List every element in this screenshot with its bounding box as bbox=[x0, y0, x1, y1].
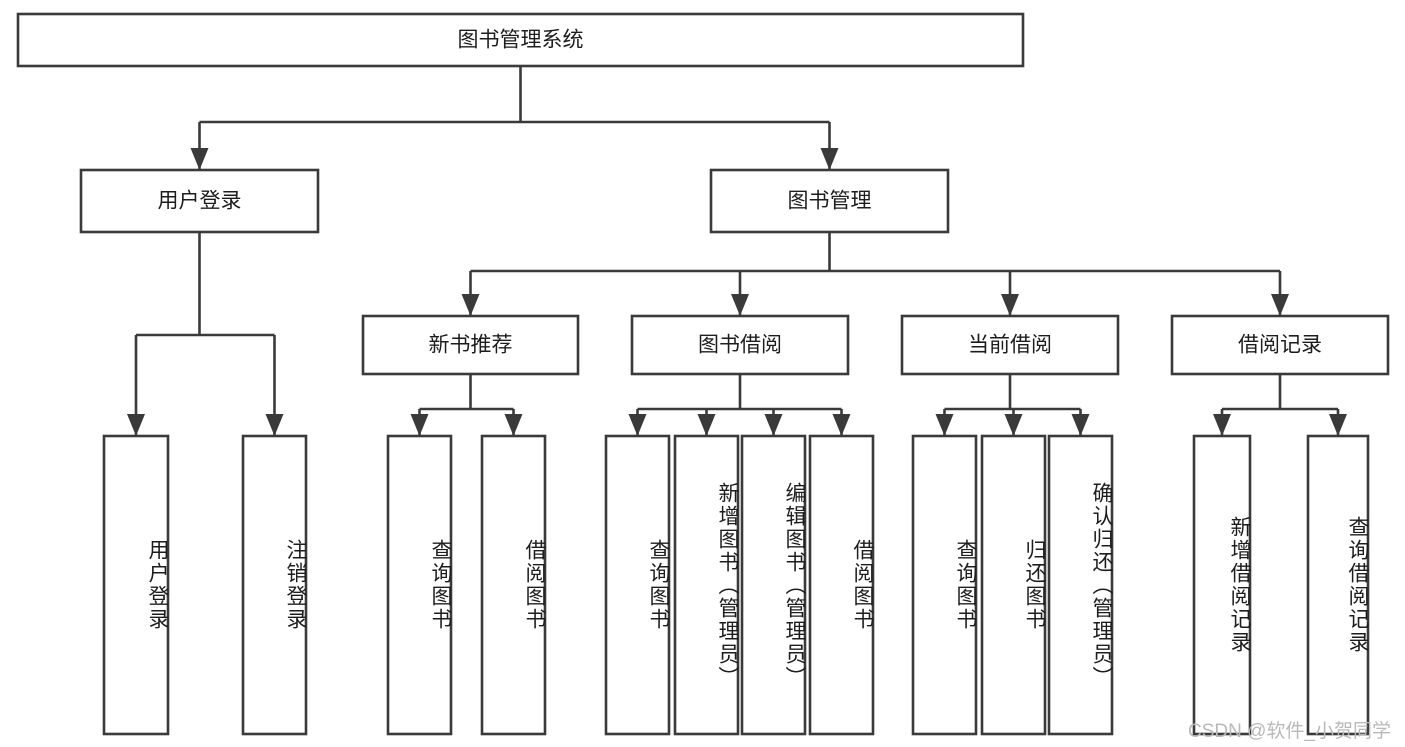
boxes-layer bbox=[16, 12, 1390, 736]
node-box-leaf-borrow-book-recommend[interactable] bbox=[480, 434, 547, 736]
node-box-leaf-query-book-recommend[interactable] bbox=[386, 434, 453, 736]
arrow-head-conn-bb-to-leaves-3 bbox=[832, 414, 851, 436]
node-label-current-borrow: 当前借阅 bbox=[968, 334, 1052, 357]
node-label-book-borrow: 图书借阅 bbox=[698, 334, 782, 357]
arrow-head-conn-br-to-leaves-1 bbox=[1329, 414, 1347, 436]
node-box-leaf-borrow-book[interactable] bbox=[808, 434, 875, 736]
node-box-user-login[interactable] bbox=[79, 168, 320, 234]
arrow-head-conn-cb-to-leaves-1 bbox=[1004, 414, 1023, 436]
node-box-leaf-query-borrow-record[interactable] bbox=[1306, 434, 1370, 736]
node-box-leaf-query-book-borrow[interactable] bbox=[604, 434, 671, 736]
node-label-book-management: 图书管理 bbox=[788, 190, 872, 213]
node-box-leaf-edit-book[interactable] bbox=[740, 434, 807, 736]
node-box-book-management[interactable] bbox=[709, 168, 950, 234]
arrow-head-conn-bm-to-level3-0 bbox=[461, 294, 480, 316]
arrow-head-conn-cb-to-leaves-2 bbox=[1071, 414, 1090, 436]
arrow-head-conn-bb-to-leaves-1 bbox=[697, 414, 716, 436]
arrow-head-conn-bm-to-level3-1 bbox=[731, 294, 749, 316]
arrow-head-conn-bm-to-level3-3 bbox=[1271, 294, 1289, 316]
node-box-leaf-user-login[interactable] bbox=[102, 434, 170, 736]
node-label-borrow-record: 借阅记录 bbox=[1238, 334, 1322, 357]
arrow-head-conn-cb-to-leaves-0 bbox=[935, 414, 954, 436]
arrow-head-conn-nbr-to-leaves-0 bbox=[410, 414, 429, 436]
node-box-leaf-query-book-current[interactable] bbox=[911, 434, 978, 736]
arrow-head-conn-nbr-to-leaves-1 bbox=[504, 414, 523, 436]
arrow-head-conn-root-to-level2-1 bbox=[820, 148, 839, 170]
arrow-head-conn-br-to-leaves-0 bbox=[1213, 414, 1231, 436]
node-box-leaf-confirm-return[interactable] bbox=[1047, 434, 1114, 736]
arrow-head-conn-ul-to-leaves-0 bbox=[127, 414, 145, 436]
node-label-root: 图书管理系统 bbox=[458, 29, 584, 52]
node-box-leaf-add-borrow-record[interactable] bbox=[1192, 434, 1252, 736]
node-box-borrow-record[interactable] bbox=[1170, 314, 1390, 376]
node-box-leaf-user-logout[interactable] bbox=[241, 434, 308, 736]
arrow-head-conn-bm-to-level3-2 bbox=[1001, 294, 1019, 316]
node-box-current-borrow[interactable] bbox=[900, 314, 1120, 376]
arrow-head-conn-bb-to-leaves-0 bbox=[628, 414, 647, 436]
node-box-leaf-add-book[interactable] bbox=[673, 434, 740, 736]
node-box-new-book-recommend[interactable] bbox=[361, 314, 580, 376]
arrow-head-conn-bb-to-leaves-2 bbox=[764, 414, 783, 436]
node-box-book-borrow[interactable] bbox=[630, 314, 850, 376]
node-label-user-login: 用户登录 bbox=[158, 190, 242, 213]
node-box-root[interactable] bbox=[16, 12, 1025, 68]
node-label-new-book-recommend: 新书推荐 bbox=[429, 334, 513, 357]
connectors-layer bbox=[127, 66, 1347, 436]
arrow-head-conn-root-to-level2-0 bbox=[190, 148, 209, 170]
node-box-leaf-return-book[interactable] bbox=[980, 434, 1047, 736]
arrow-head-conn-ul-to-leaves-1 bbox=[265, 414, 284, 436]
